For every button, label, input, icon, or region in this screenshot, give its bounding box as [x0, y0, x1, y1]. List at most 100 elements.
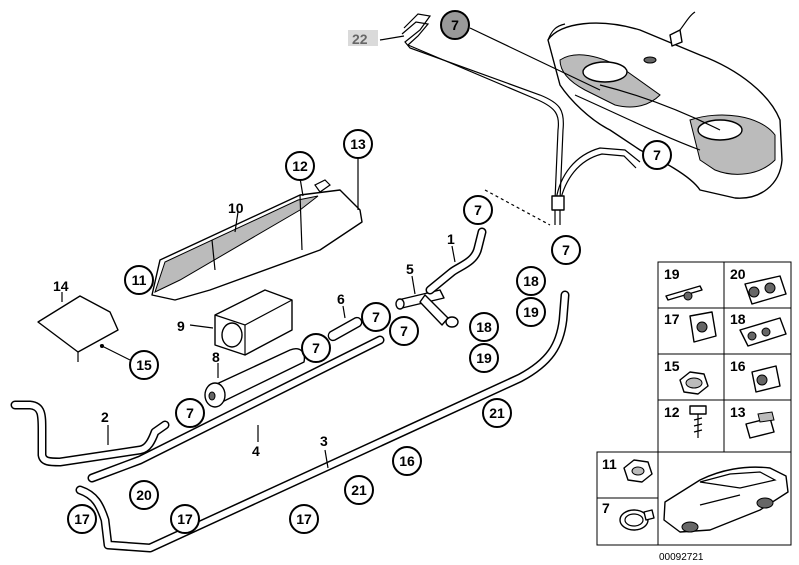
- label-22-highlight: [348, 30, 378, 46]
- vent-line: [401, 13, 641, 225]
- car-silhouette: [663, 466, 789, 533]
- svg-text:20: 20: [730, 266, 746, 282]
- callout-17-c[interactable]: 17: [289, 504, 319, 534]
- callout-21-a[interactable]: 21: [482, 398, 512, 428]
- legend-cell-20[interactable]: 20: [730, 266, 787, 305]
- legend-cell-18[interactable]: 18: [730, 311, 787, 347]
- pipe-4: [87, 335, 385, 483]
- svg-text:12: 12: [664, 404, 680, 420]
- svg-text:7: 7: [312, 340, 320, 356]
- svg-text:17: 17: [664, 311, 680, 327]
- svg-text:18: 18: [523, 273, 539, 289]
- legend-cell-12[interactable]: 12: [664, 404, 707, 438]
- callout-17-a[interactable]: 17: [67, 504, 97, 534]
- svg-text:7: 7: [602, 500, 610, 516]
- svg-text:17: 17: [74, 511, 90, 527]
- svg-text:7: 7: [653, 147, 661, 163]
- label-8[interactable]: 8: [212, 349, 220, 365]
- svg-text:19: 19: [664, 266, 680, 282]
- leader-10: [234, 211, 239, 233]
- callout-17-b[interactable]: 17: [170, 504, 200, 534]
- svg-text:18: 18: [476, 319, 492, 335]
- svg-text:11: 11: [132, 272, 147, 288]
- svg-text:20: 20: [136, 487, 152, 503]
- fuel-tank: [547, 11, 783, 199]
- callout-7-hose6b[interactable]: 7: [301, 333, 331, 363]
- bracket-14: [37, 295, 131, 362]
- leader-12: [299, 177, 304, 197]
- label-5[interactable]: 5: [406, 261, 414, 277]
- callout-7-tee5[interactable]: 7: [389, 316, 419, 346]
- callout-19-a[interactable]: 19: [516, 297, 546, 327]
- svg-text:17: 17: [296, 511, 312, 527]
- svg-text:7: 7: [562, 242, 570, 258]
- legend-cell-11[interactable]: 11: [602, 456, 653, 483]
- svg-text:13: 13: [350, 136, 366, 152]
- callout-18-a[interactable]: 18: [516, 266, 546, 296]
- svg-text:16: 16: [399, 453, 415, 469]
- label-10[interactable]: 10: [228, 200, 244, 216]
- legend-cell-7[interactable]: 7: [602, 500, 655, 531]
- label-2[interactable]: 2: [101, 409, 109, 425]
- holder-9: [214, 289, 293, 356]
- callout-18-b[interactable]: 18: [469, 312, 499, 342]
- pipe-2: [10, 400, 170, 467]
- svg-text:17: 17: [177, 511, 193, 527]
- svg-text:7: 7: [186, 405, 194, 421]
- svg-text:13: 13: [730, 404, 746, 420]
- svg-text:7: 7: [400, 323, 408, 339]
- hose-6: [327, 316, 363, 342]
- callout-12[interactable]: 12: [285, 151, 315, 181]
- legend-cell-16[interactable]: 16: [730, 358, 781, 393]
- svg-text:15: 15: [664, 358, 680, 374]
- svg-text:7: 7: [451, 17, 459, 33]
- svg-text:19: 19: [476, 350, 492, 366]
- svg-text:21: 21: [489, 405, 505, 421]
- callout-7-top[interactable]: 7: [440, 10, 470, 40]
- filter-8: [204, 348, 306, 408]
- callout-7-hose1[interactable]: 7: [463, 195, 493, 225]
- callout-16[interactable]: 16: [392, 446, 422, 476]
- label-4[interactable]: 4: [252, 443, 260, 459]
- svg-text:19: 19: [523, 304, 539, 320]
- legend-grid: [596, 261, 792, 546]
- legend-cell-15[interactable]: 15: [664, 358, 709, 395]
- callout-20[interactable]: 20: [129, 480, 159, 510]
- svg-text:7: 7: [372, 309, 380, 325]
- label-9[interactable]: 9: [177, 318, 185, 334]
- heat-shield: [151, 179, 363, 301]
- label-14[interactable]: 14: [53, 278, 69, 294]
- leader-9: [189, 324, 214, 329]
- leader-1: [451, 245, 456, 263]
- callout-11[interactable]: 11: [124, 265, 154, 295]
- leader-5: [411, 275, 416, 295]
- svg-text:16: 16: [730, 358, 746, 374]
- pipe-3: [75, 290, 570, 553]
- label-1[interactable]: 1: [447, 231, 455, 247]
- document-number: 00092721: [659, 552, 704, 563]
- svg-text:21: 21: [351, 482, 367, 498]
- callout-7-tank[interactable]: 7: [642, 140, 672, 170]
- callout-7-pipe[interactable]: 7: [551, 235, 581, 265]
- callout-7-hose6[interactable]: 7: [361, 302, 391, 332]
- leader-6: [342, 305, 346, 319]
- callout-19-b[interactable]: 19: [469, 343, 499, 373]
- svg-text:15: 15: [136, 357, 152, 373]
- legend-cell-19[interactable]: 19: [664, 266, 703, 301]
- callout-13[interactable]: 13: [343, 129, 373, 159]
- svg-text:18: 18: [730, 311, 746, 327]
- leader-3: [324, 449, 329, 469]
- hose-1: [425, 227, 487, 295]
- svg-text:11: 11: [602, 456, 617, 472]
- callout-7-filter8[interactable]: 7: [175, 398, 205, 428]
- legend-cell-17[interactable]: 17: [664, 311, 717, 343]
- svg-text:7: 7: [474, 202, 482, 218]
- callout-15[interactable]: 15: [129, 350, 159, 380]
- legend-cell-13[interactable]: 13: [730, 404, 775, 439]
- label-6[interactable]: 6: [337, 291, 345, 307]
- callout-21-b[interactable]: 21: [344, 475, 374, 505]
- label-3[interactable]: 3: [320, 433, 328, 449]
- tee-5: [395, 289, 459, 328]
- svg-text:12: 12: [292, 158, 308, 174]
